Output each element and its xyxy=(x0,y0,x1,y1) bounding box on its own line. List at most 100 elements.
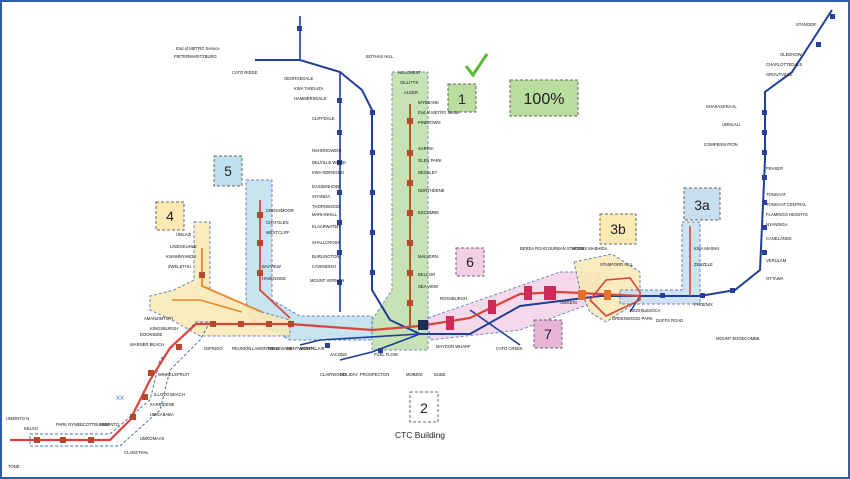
station-label: NYANINGA xyxy=(766,222,788,227)
red-station-markers xyxy=(34,118,413,443)
station-label: BELLAIR xyxy=(418,272,435,277)
station-label: NESSLEY xyxy=(418,170,438,175)
station-label: PHOENIX xyxy=(694,302,713,307)
station-label: MOBENI xyxy=(406,372,423,377)
station-label: HAVENSIDE xyxy=(262,276,286,281)
station-label: CANELANDS xyxy=(766,236,792,241)
station-label: DURBAN STATION xyxy=(548,246,584,251)
station-label: NORTHDENE xyxy=(418,188,445,193)
station-label: KINGSBURGH xyxy=(150,326,178,331)
station-label: ALDER xyxy=(404,90,418,95)
station-label: WENTWORTH xyxy=(286,346,314,351)
station-label: REDHILL xyxy=(630,308,648,313)
zone-2-label: 2 xyxy=(420,400,428,416)
station-label: BURLINGTON xyxy=(312,254,339,259)
station-label: SHALLCROSS xyxy=(312,240,340,245)
link-line xyxy=(629,295,641,313)
station-label: CHATGLEN xyxy=(266,220,289,225)
cato-creek-line xyxy=(469,309,521,346)
station-label: HAMMERSDALE xyxy=(294,96,327,101)
south-coast-corridor xyxy=(29,321,211,447)
station-label: MALVERN xyxy=(418,254,438,259)
station-label: PINETOWN xyxy=(418,120,441,125)
zone-3b-box: 3b xyxy=(599,213,637,245)
station-label: UMGABABA xyxy=(150,412,174,417)
station-label: BAYVIEW xyxy=(262,264,281,269)
station-label: SARNIA xyxy=(418,146,434,151)
station-label: ZWELETHU xyxy=(168,264,191,269)
station-label: CLIFFDALE xyxy=(312,116,335,121)
station-label: CHARLOTTEDALE xyxy=(766,62,803,67)
zone-1-label: 1 xyxy=(458,91,466,107)
pink-station-markers xyxy=(446,286,556,330)
main-blue-line xyxy=(255,9,833,335)
station-label: KLAARWATER xyxy=(312,224,340,229)
fuel-flow-line xyxy=(339,333,421,361)
station-label: LAMONTVILLE xyxy=(252,346,281,351)
station-label: DOONSIDE xyxy=(140,332,163,337)
station-label: DELVILLE WOOD xyxy=(312,160,346,165)
station-label: OTTAWA xyxy=(766,276,783,281)
station-label: UMKOMAAS xyxy=(140,436,165,441)
station-label: REUNION xyxy=(232,346,251,351)
zone-6-box: 6 xyxy=(455,247,485,277)
station-label: ZENZELE xyxy=(694,262,713,267)
station-label: GEORGEDALE xyxy=(284,76,314,81)
zone-4-box: 4 xyxy=(155,201,185,231)
zone-1-area xyxy=(371,71,429,351)
station-label: CLAIRWOOD xyxy=(320,372,346,377)
zone-3b-label: 3b xyxy=(610,221,626,237)
station-label: UMGENI xyxy=(560,300,577,305)
station-label: THORNWOOD xyxy=(312,204,340,209)
station-label: FUEL FLOW xyxy=(374,352,398,357)
zone-6-label: 6 xyxy=(466,254,474,270)
zone-2-box: 2 xyxy=(409,391,439,423)
station-label: DASSENHOEK xyxy=(312,184,341,189)
station-label: MERE BANK xyxy=(268,346,293,351)
station-label: KWA NDENGEZI xyxy=(312,170,344,175)
station-label: STAMFORD HILL xyxy=(600,262,634,267)
station-label: FRASER xyxy=(766,166,783,171)
station-label: KWAMNYANDU xyxy=(166,254,196,259)
station-label: SCOTTBURGH xyxy=(80,422,109,427)
station-label: MARIANHILL xyxy=(312,212,338,217)
station-label: BOTHAS HILL xyxy=(366,54,394,59)
zone-1-box: 1 xyxy=(447,83,477,113)
orange-branch-line xyxy=(172,299,243,313)
zone-7-box: 7 xyxy=(533,319,563,349)
station-label: DUBE xyxy=(434,372,446,377)
orange-station-markers xyxy=(578,290,611,300)
zone-3b-area xyxy=(573,253,641,323)
station-label: JACOBS xyxy=(330,352,347,357)
cato-ridge-label: CATO RIDGE xyxy=(232,70,258,75)
station-label: FLAMINGO HEIGHTS xyxy=(766,212,808,217)
station-label: GREENWOOD PARK xyxy=(612,316,653,321)
station-label: SEA VIEW xyxy=(418,284,438,289)
station-label: WINKELSPRUIT xyxy=(158,372,190,377)
pietermaritzburg-label: PIETERMARITZBURG xyxy=(174,54,217,59)
station-label: MAYDON WHARF xyxy=(436,344,471,349)
zone-3a-label: 3a xyxy=(694,197,710,213)
station-label: CLANSTHAL xyxy=(124,450,149,455)
station-label: BEREA ROAD xyxy=(520,246,547,251)
xx-mark: XX xyxy=(116,396,124,402)
station-label: UMHLALI xyxy=(722,122,740,127)
completion-box: 100% xyxy=(509,79,579,117)
station-label: GLEN PARK xyxy=(418,158,442,163)
station-label: End of METRO Sector xyxy=(418,110,460,115)
station-label: GLEDHOW xyxy=(780,52,802,57)
station-label: PARK RYNIE xyxy=(56,422,81,427)
zone-5-box: 5 xyxy=(213,155,243,187)
station-label: VERULAM xyxy=(766,258,787,263)
station-label: MOUNT EDGECOMBE xyxy=(716,336,760,341)
station-label: WARNER BEACH xyxy=(130,342,164,347)
station-label: DUFFS ROAD xyxy=(656,318,683,323)
jacobs-line xyxy=(299,333,421,346)
station-label: TONGAAT xyxy=(766,192,786,197)
orange-umlazi-line xyxy=(201,248,263,313)
completion-label: 100% xyxy=(524,91,565,108)
station-label: AMANZIMTOTI xyxy=(144,316,173,321)
station-label: HILLCREST xyxy=(398,70,421,75)
tone-label: TONE xyxy=(8,464,20,469)
station-label: KARRIDENE xyxy=(150,402,175,407)
